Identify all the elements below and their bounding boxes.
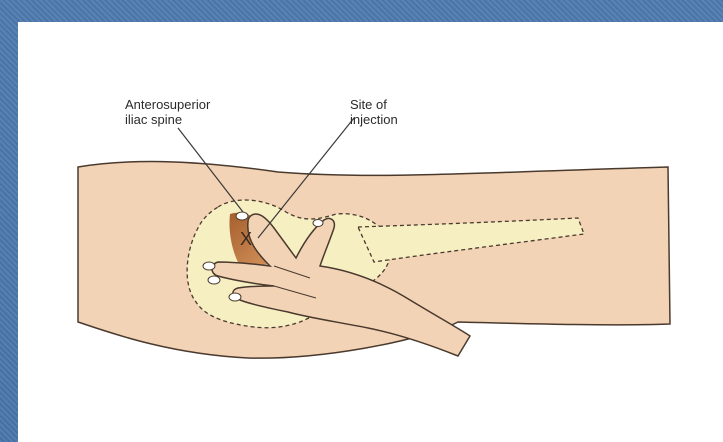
fingernail	[236, 212, 248, 220]
slide-canvas: X Anterosuperior iliac spine Site of inj…	[18, 22, 723, 442]
fingernail	[313, 220, 323, 227]
fingernail	[203, 262, 215, 270]
fingernail	[208, 276, 220, 284]
injection-mark: X	[240, 229, 252, 249]
anterosuperior-iliac-spine-label: Anterosuperior iliac spine	[125, 97, 210, 127]
hip-injection-diagram: X	[18, 22, 723, 442]
site-of-injection-label: Site of injection	[350, 97, 398, 127]
fingernail	[229, 293, 241, 301]
